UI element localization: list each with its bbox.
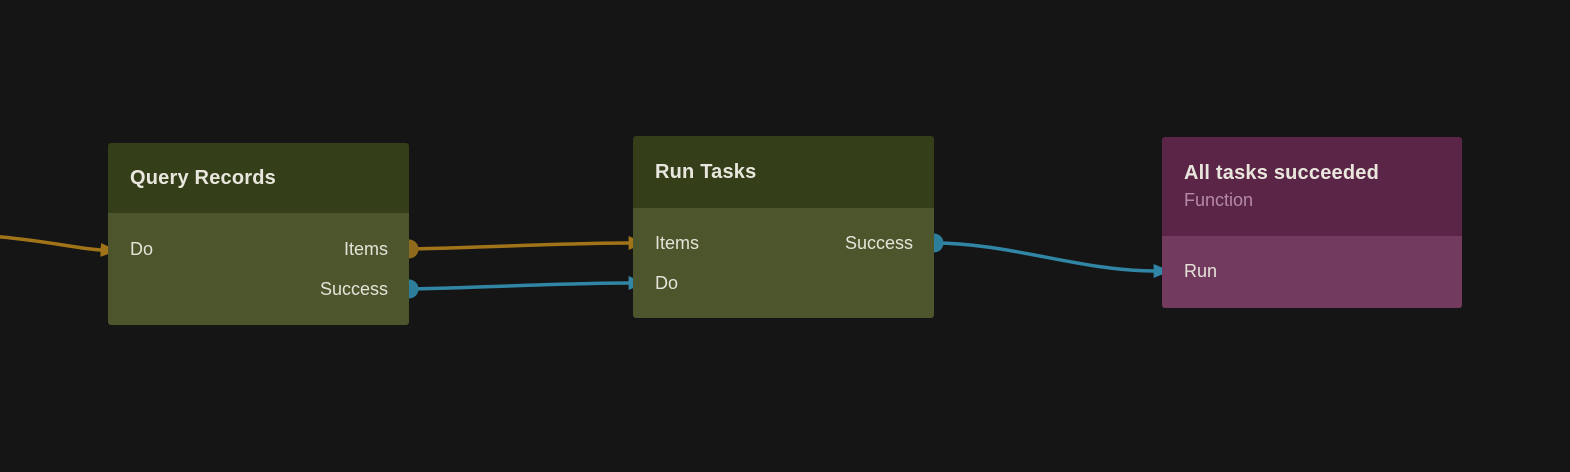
node-body: Run (1162, 236, 1462, 308)
port-row: Do (633, 263, 934, 303)
output-port-label-success[interactable]: Success (844, 232, 913, 253)
port-row: Run (1162, 251, 1462, 291)
node-all-tasks-succeeded[interactable]: All tasks succeeded Function Run (1162, 137, 1462, 308)
node-header: Query Records (108, 143, 409, 213)
port-row: Do Items (108, 229, 409, 269)
node-title: All tasks succeeded (1184, 162, 1380, 184)
node-query-records[interactable]: Query Records Do Items Success (108, 143, 409, 325)
input-port-label-do[interactable]: Do (655, 272, 679, 293)
edge-offscreen-to-query-records-do[interactable] (0, 235, 118, 257)
output-port-label-items[interactable]: Items (343, 238, 388, 259)
node-subtitle: Function (1184, 190, 1254, 210)
port-row: Items Success (633, 223, 934, 263)
node-header: All tasks succeeded Function (1162, 137, 1462, 236)
output-port-label-success[interactable]: Success (319, 278, 388, 299)
node-title: Run Tasks (655, 160, 757, 183)
node-run-tasks[interactable]: Run Tasks Items Success Do (633, 136, 934, 318)
edge-items-to-items[interactable] (407, 236, 646, 251)
port-row: Success (108, 269, 409, 309)
edge-success-to-do[interactable] (407, 276, 646, 291)
edge-success-to-run[interactable] (932, 241, 1171, 278)
input-port-label-items[interactable]: Items (655, 232, 700, 253)
input-port-label-run[interactable]: Run (1184, 260, 1218, 281)
node-title: Query Records (130, 166, 276, 189)
node-header: Run Tasks (633, 136, 934, 208)
node-body: Items Success Do (633, 208, 934, 318)
input-port-label-do[interactable]: Do (130, 238, 154, 259)
node-body: Do Items Success (108, 213, 409, 325)
